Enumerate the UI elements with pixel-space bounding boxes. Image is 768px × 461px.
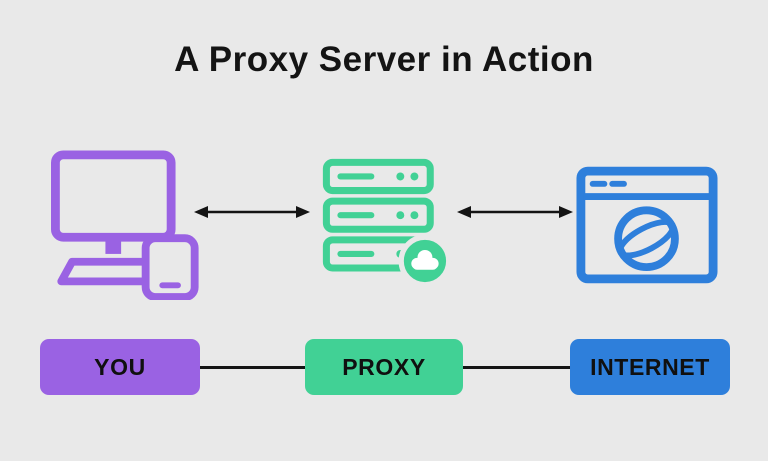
computer-and-phone-icon (48, 148, 206, 301)
server-with-cloud-icon (322, 158, 454, 290)
connector-line-you-proxy (200, 366, 305, 369)
internet-label-box: INTERNET (570, 339, 730, 395)
double-arrow-proxy-internet-icon (457, 202, 573, 222)
internet-label: INTERNET (590, 353, 710, 380)
you-label-box: YOU (40, 339, 200, 395)
connector-line-proxy-internet (463, 366, 570, 369)
browser-globe-icon (576, 166, 718, 284)
proxy-label-box: PROXY (305, 339, 463, 395)
you-label: YOU (94, 353, 146, 380)
diagram-title: A Proxy Server in Action (174, 40, 594, 79)
double-arrow-you-proxy-icon (194, 202, 310, 222)
proxy-label: PROXY (342, 353, 426, 380)
cloud-glyph (411, 249, 439, 270)
